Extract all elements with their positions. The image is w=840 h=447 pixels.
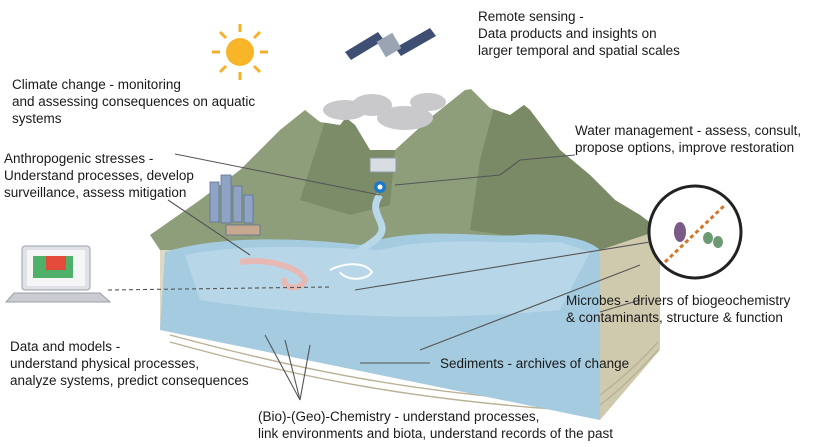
water-swirl [329, 263, 374, 280]
sun-icon [212, 24, 268, 80]
snow-cap-right [470, 78, 528, 115]
cloud-icon [323, 93, 446, 130]
label-bio-geo-chemistry: (Bio)-(Geo)-Chemistry - understand proce… [258, 409, 613, 441]
dam-icon [369, 157, 397, 193]
microbes-magnifier-icon [647, 184, 743, 280]
lake-surface [185, 241, 590, 317]
pollution-plume [239, 258, 309, 291]
label-data-and-models: Data and models - understand physical pr… [10, 339, 249, 388]
ground-right-face [600, 230, 660, 420]
label-climate-change: Climate change - monitoring and assessin… [12, 77, 256, 126]
mountain-shadow [300, 105, 395, 215]
mountain-shadow-right [470, 85, 660, 250]
label-microbes: Microbes - drivers of biogeochemistry & … [566, 293, 791, 325]
leader-lines [107, 153, 651, 401]
label-remote-sensing: Remote sensing - Data products and insig… [478, 9, 680, 58]
city-icon [209, 174, 261, 236]
satellite-icon [345, 28, 436, 60]
label-sediments: Sediments - archives of change [440, 356, 630, 371]
river [336, 192, 386, 272]
label-water-management: Water management - assess, consult, prop… [575, 123, 802, 155]
laptop-icon [4, 245, 112, 303]
label-anthropogenic-stresses: Anthropogenic stresses - Understand proc… [4, 151, 194, 200]
